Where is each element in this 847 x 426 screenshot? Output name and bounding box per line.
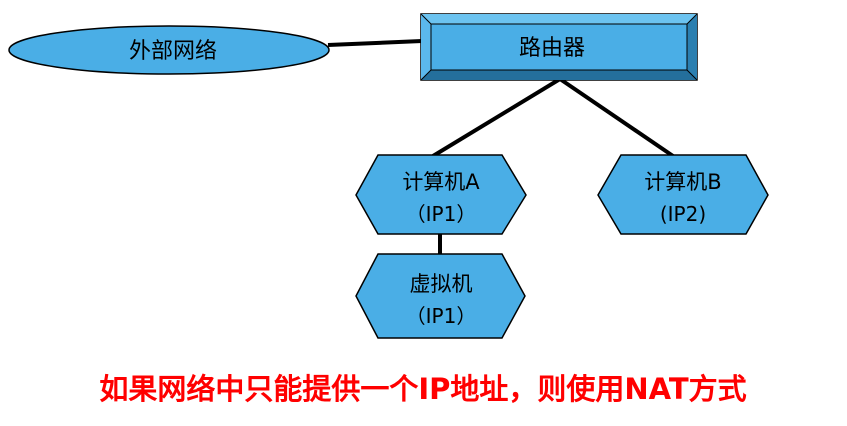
computer-a-label: 计算机A	[402, 170, 480, 194]
computer-b-ip: (IP2)	[660, 202, 706, 226]
computer-a-shape	[355, 154, 527, 235]
nat-caption: 如果网络中只能提供一个IP地址，则使用NAT方式	[99, 372, 746, 406]
external-network-label: 外部网络	[129, 39, 217, 64]
link-router-computer-a	[431, 77, 562, 158]
computer-a-ip: （IP1）	[406, 202, 477, 226]
external-network-node: 外部网络	[8, 25, 330, 75]
computer-a-node: 计算机A （IP1）	[355, 154, 527, 235]
computer-b-label: 计算机B	[644, 170, 721, 194]
virtual-machine-label: 虚拟机	[410, 272, 473, 296]
router-label: 路由器	[519, 36, 585, 61]
router-node: 路由器	[420, 13, 698, 81]
virtual-machine-shape	[355, 253, 526, 339]
computer-b-shape	[597, 154, 769, 235]
router-bevel-left	[421, 14, 431, 80]
virtual-machine-ip: （IP1）	[406, 304, 477, 328]
router-bevel-bottom	[421, 70, 697, 80]
computer-b-node: 计算机B (IP2)	[597, 154, 769, 235]
link-external-router	[327, 39, 423, 47]
router-face	[430, 23, 688, 71]
router-bevel-right	[687, 14, 697, 80]
link-router-computer-b	[558, 77, 675, 158]
router-bevel-top	[421, 14, 697, 24]
connectors	[327, 39, 675, 256]
external-network-shape	[8, 25, 330, 75]
virtual-machine-node: 虚拟机 （IP1）	[355, 253, 526, 339]
